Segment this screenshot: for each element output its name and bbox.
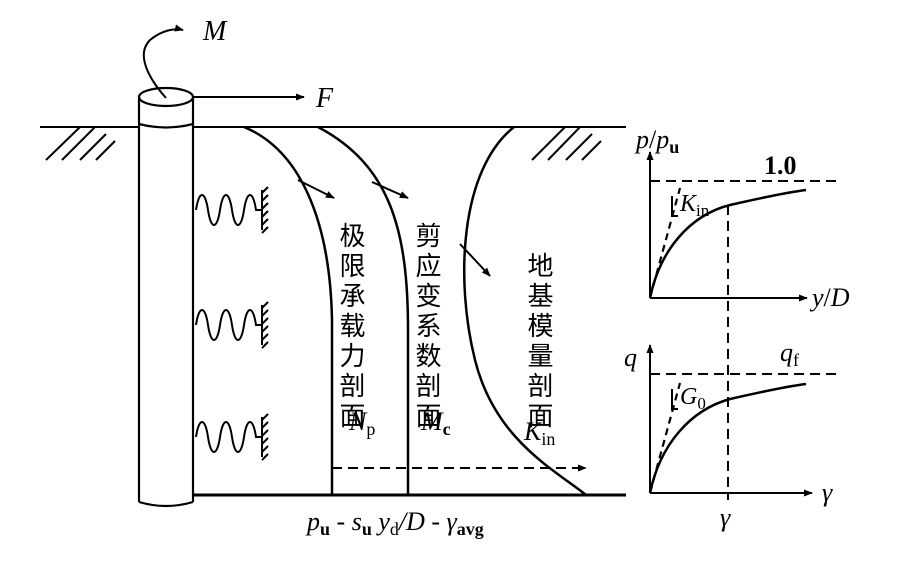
moment-label: M <box>202 16 228 47</box>
graph-bottom-ylabel: q <box>624 343 637 372</box>
kin-symbol: Kin <box>523 417 555 449</box>
kin-profile-curve <box>462 126 587 496</box>
np-symbol: Np <box>348 407 375 439</box>
graph-bottom-xlabel: γ <box>822 478 833 507</box>
spring-top <box>195 186 269 234</box>
graph-bottom: q qf G0 γ γ <box>624 338 838 532</box>
moment-arrow <box>142 24 184 99</box>
force-label: F <box>315 83 334 114</box>
ground-surface <box>40 126 626 161</box>
ground-hatch-left <box>45 126 116 161</box>
graph-top: p/pu 1.0 Kin y/D <box>634 125 850 312</box>
np-profile-title: 极限承载力剖面 <box>335 222 365 432</box>
soil-springs <box>195 186 269 461</box>
graph-top-slope-tick <box>671 196 678 217</box>
graph-top-ylabel: p/pu <box>634 125 679 157</box>
kin-pointer-arrow <box>459 243 491 277</box>
np-pointer-arrow <box>297 179 335 199</box>
np-profile-curve <box>243 125 334 495</box>
graph-top-asymptote-label: 1.0 <box>764 151 797 180</box>
graph-bottom-asymptote-label: qf <box>780 338 799 370</box>
mc-profile-curve <box>317 125 410 495</box>
bottom-formula: pu - su yd/D - γavg <box>305 507 484 539</box>
graph-bottom-x-marker: γ <box>720 503 731 532</box>
pile <box>137 86 195 508</box>
graph-bottom-slope-label: G0 <box>680 384 706 413</box>
ground-hatch-right <box>531 126 602 161</box>
mc-profile-title: 剪应变系数剖面 <box>411 222 441 432</box>
kin-profile-title: 地基模量剖面 <box>523 252 553 432</box>
spring-middle <box>195 301 269 349</box>
spring-bottom <box>195 413 269 461</box>
mc-pointer-arrow <box>371 181 409 199</box>
graph-top-xlabel: y/D <box>809 283 850 312</box>
graph-top-curve <box>648 188 807 299</box>
mc-symbol: Mc <box>420 407 451 439</box>
graph-top-slope-label: Kin <box>679 191 710 220</box>
graph-bottom-slope-tick <box>671 389 678 410</box>
graph-bottom-curve <box>648 382 807 494</box>
